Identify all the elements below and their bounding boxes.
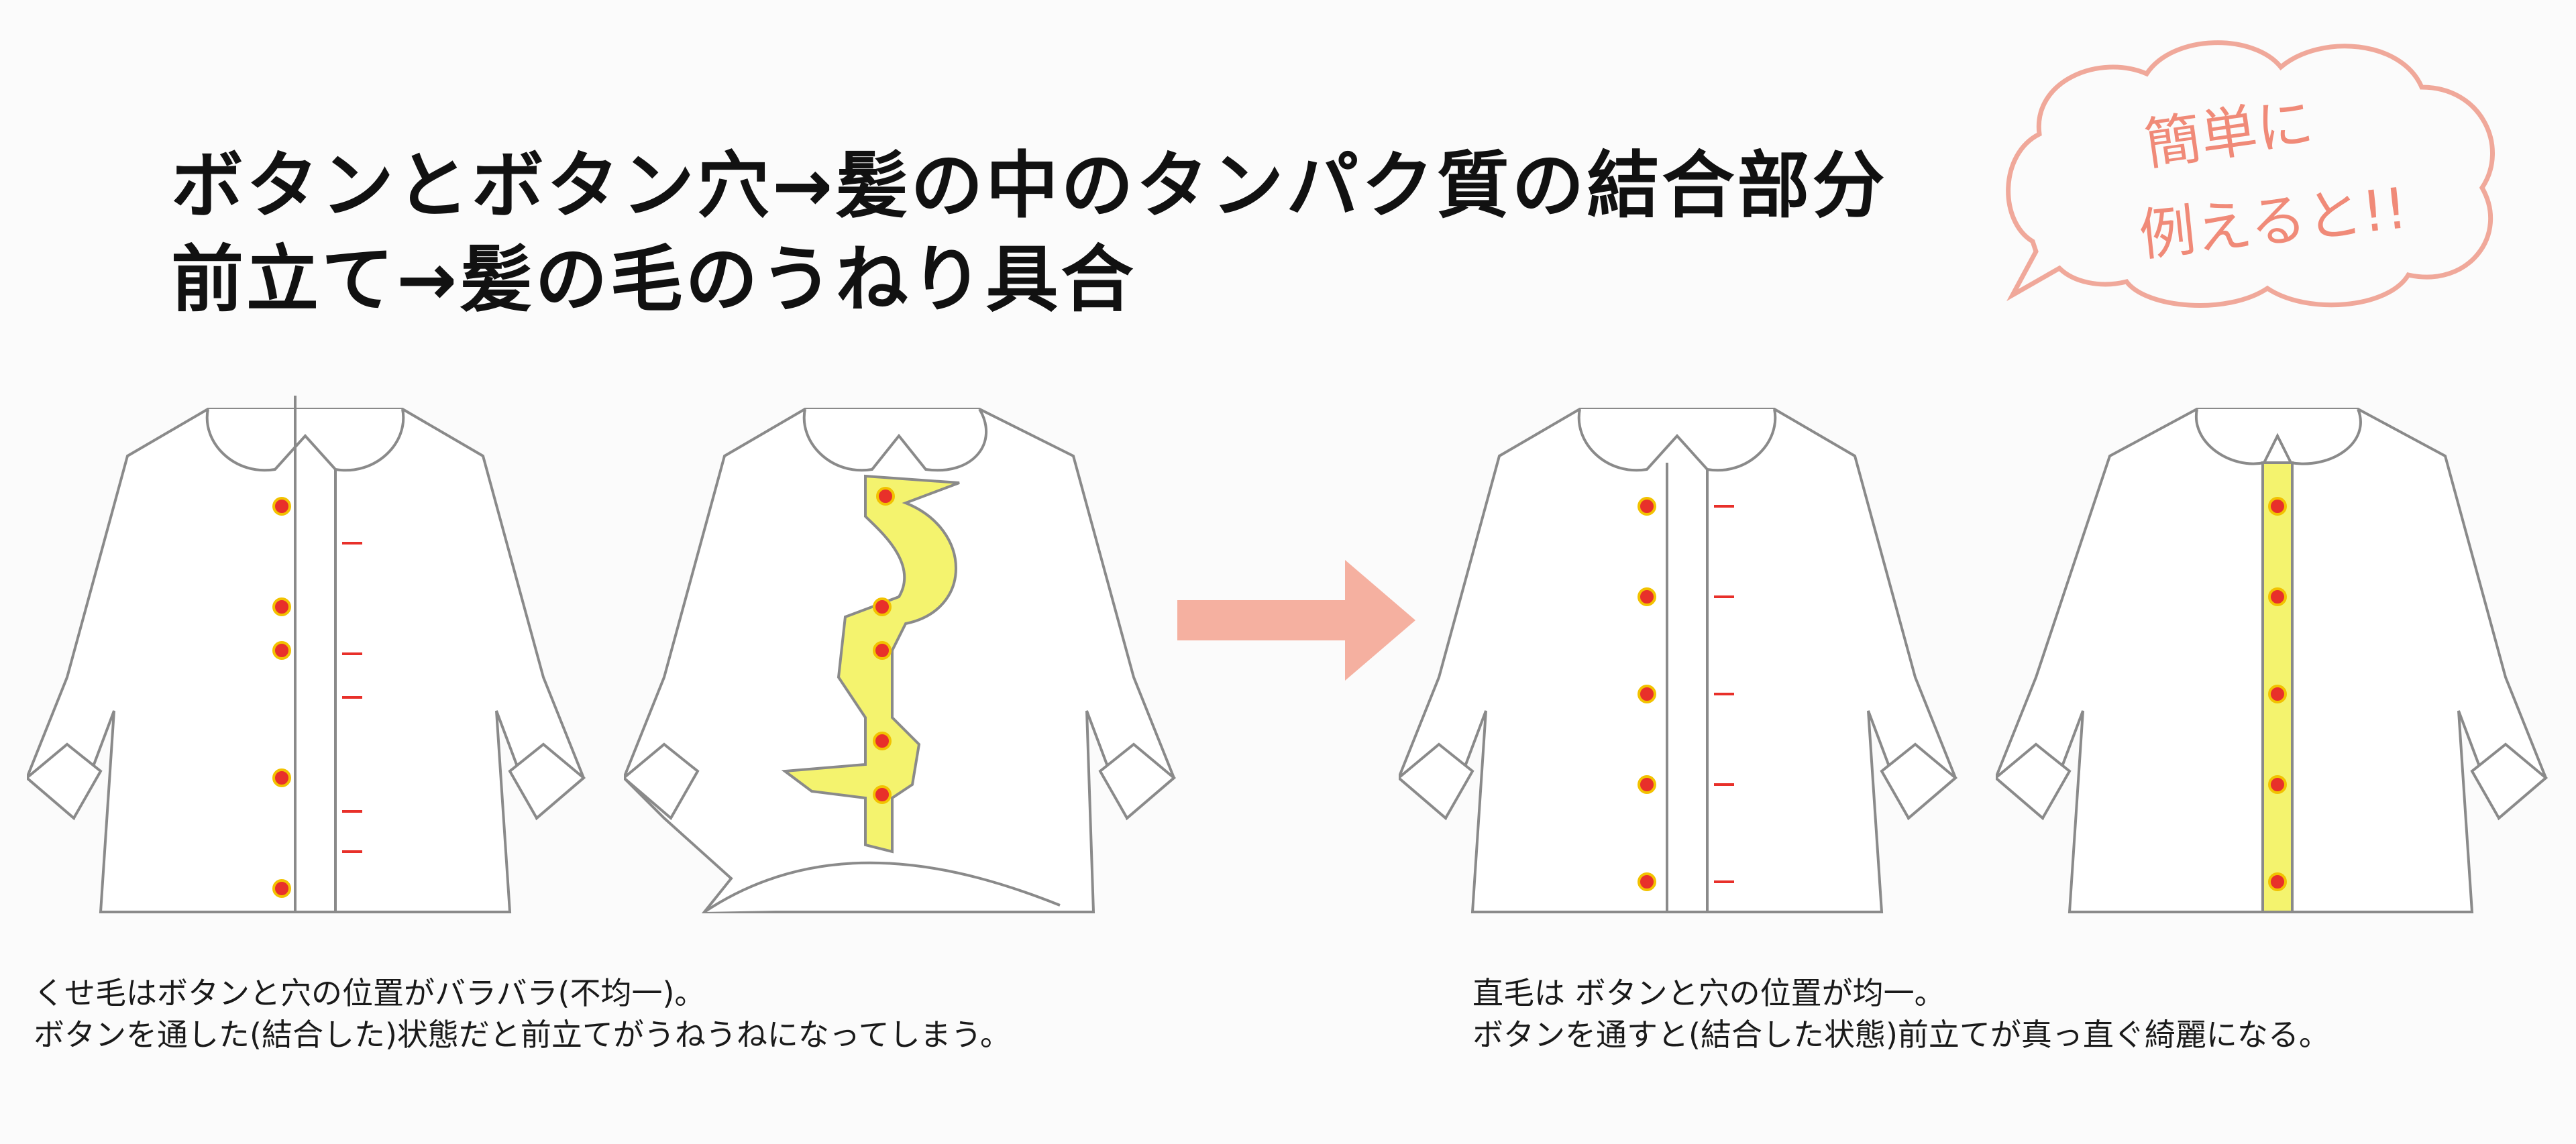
bubble-text-2: 例えると!! <box>2136 175 2410 268</box>
caption-straight-line-1: 直毛は ボタンと穴の位置が均一。 <box>1472 975 1945 1011</box>
bubble-text-1: 簡単に <box>2141 89 2317 178</box>
buttonhole-set-even <box>1714 505 1734 883</box>
speech-bubble-icon: 簡単に 例えると!! <box>2006 40 2495 308</box>
shirt-curly-buttoned <box>624 408 1177 913</box>
heading-highlight-placket: 前立て <box>165 238 401 322</box>
button-set-buttoned-even <box>2268 497 2287 891</box>
button-set-buttoned-uneven <box>873 487 895 804</box>
caption-curly-line-1: くせ毛はボタンと穴の位置がバラバラ(不均一)。 <box>34 975 706 1011</box>
heading-line-2: 前立て→髪の毛のうねり具合 <box>165 237 1136 323</box>
caption-curly: くせ毛はボタンと穴の位置がバラバラ(不均一)。 ボタンを通した(結合した)状態だ… <box>34 972 1011 1055</box>
shirt-straight-unbuttoned <box>1399 408 1958 913</box>
caption-straight: 直毛は ボタンと穴の位置が均一。 ボタンを通すと(結合した状態)前立てが真っ直ぐ… <box>1472 972 2330 1055</box>
heading-line-2-text: →髪の毛のうねり具合 <box>396 238 1136 322</box>
shirt-straight-buttoned <box>1996 408 2548 913</box>
buttonhole-set-uneven <box>342 542 362 853</box>
heading-line-1-text: →髪の中のタンパク質の結合部分 <box>772 144 1888 228</box>
shirt-curly-unbuttoned <box>27 396 586 913</box>
heading-highlight-buttons: ボタンとボタン穴 <box>165 144 777 228</box>
button-set-even <box>1638 497 1656 891</box>
wavy-placket <box>781 474 960 854</box>
caption-curly-line-2: ボタンを通した(結合した)状態だと前立てがうねうねになってしまう。 <box>34 1017 1011 1053</box>
heading-line-1: ボタンとボタン穴→髪の中のタンパク質の結合部分 <box>165 144 1888 229</box>
caption-straight-line-2: ボタンを通すと(結合した状態)前立てが真っ直ぐ綺麗になる。 <box>1472 1017 2330 1053</box>
right-arrow-icon <box>1177 560 1415 681</box>
button-set-uneven <box>272 497 291 898</box>
